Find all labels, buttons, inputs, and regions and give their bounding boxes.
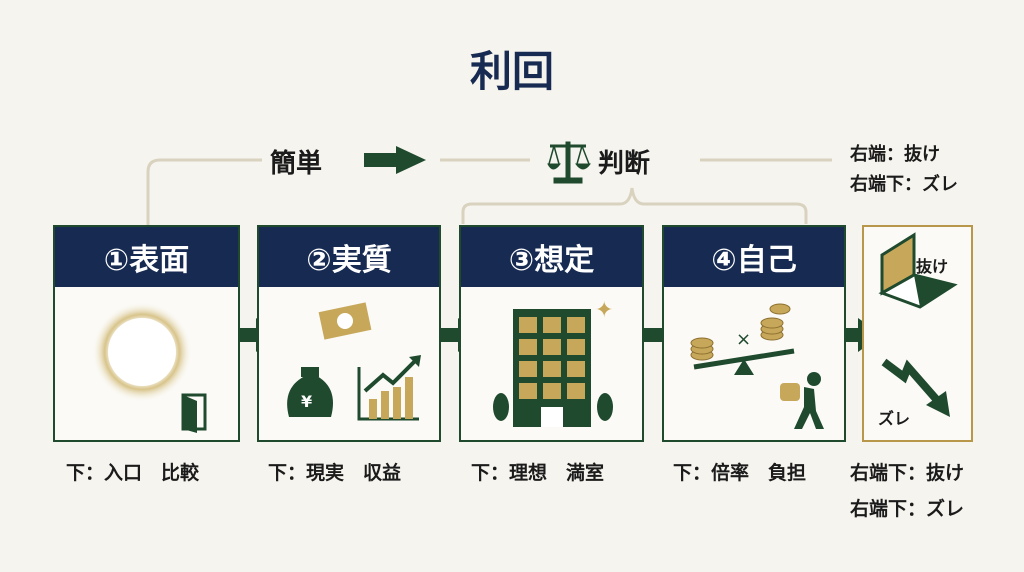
svg-text:¥: ¥ — [301, 392, 312, 411]
panel-self: ④自己 × — [662, 225, 846, 442]
right-caption: 右端下：抜け — [850, 462, 965, 484]
panel-header: ③想定 — [461, 227, 642, 287]
seesaw-icon: × — [690, 303, 824, 429]
right-note-line: 右端：抜け — [850, 144, 940, 165]
sun-door-icon — [92, 302, 207, 433]
page-title: 利回 — [469, 47, 554, 96]
svg-text:×: × — [736, 329, 751, 350]
panel-header: ④自己 — [664, 227, 844, 287]
panel-header: ②実質 — [259, 227, 439, 287]
panel-header: ①表面 — [55, 227, 238, 287]
gap-icons — [878, 232, 958, 417]
panel-gap: 抜け ズレ — [862, 225, 973, 442]
nuke-label: 抜け — [916, 257, 949, 276]
scale-icon — [547, 141, 591, 184]
panel-caption: 下：入口 比較 — [66, 462, 200, 484]
panel-caption: 下：現実 収益 — [268, 462, 402, 484]
judge-label: 判断 — [598, 149, 651, 179]
panel-surface: ①表面 — [53, 225, 240, 442]
panel-assumed: ③想定 ✦ — [459, 225, 644, 442]
right-captions: 右端下：抜け 右端下：ズレ — [850, 455, 964, 527]
building-icon: ✦ — [493, 298, 613, 427]
panel-real: ②実質 ¥ — [257, 225, 441, 442]
right-note-line: 右端下：ズレ — [850, 174, 958, 195]
svg-text:✦: ✦ — [595, 298, 613, 323]
money-chart-icon: ¥ — [287, 302, 421, 421]
panel-caption: 下：理想 満室 — [471, 462, 605, 484]
zure-label: ズレ — [878, 409, 911, 428]
right-caption: 右端下：ズレ — [850, 498, 965, 520]
simple-label: 簡単 — [270, 149, 323, 179]
arrow-right-icon — [364, 146, 426, 174]
panel-caption: 下：倍率 負担 — [673, 462, 807, 484]
right-note: 右端：抜け 右端下：ズレ — [850, 140, 958, 200]
